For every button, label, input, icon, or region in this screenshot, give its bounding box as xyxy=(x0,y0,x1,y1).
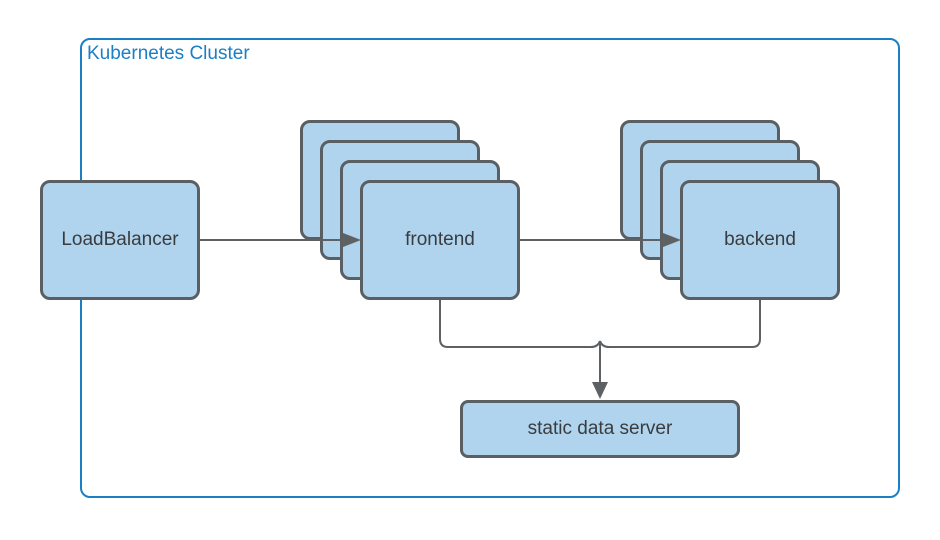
node-loadbalancer: LoadBalancer xyxy=(40,180,200,300)
backend-label: backend xyxy=(724,229,796,250)
node-frontend: frontend xyxy=(360,180,520,300)
static-data-server-label: static data server xyxy=(527,418,673,439)
node-static-data-server: static data server xyxy=(460,400,740,458)
node-backend: backend xyxy=(680,180,840,300)
frontend-label: frontend xyxy=(405,229,475,250)
loadbalancer-label: LoadBalancer xyxy=(61,229,179,250)
cluster-label: Kubernetes Cluster xyxy=(87,43,250,64)
